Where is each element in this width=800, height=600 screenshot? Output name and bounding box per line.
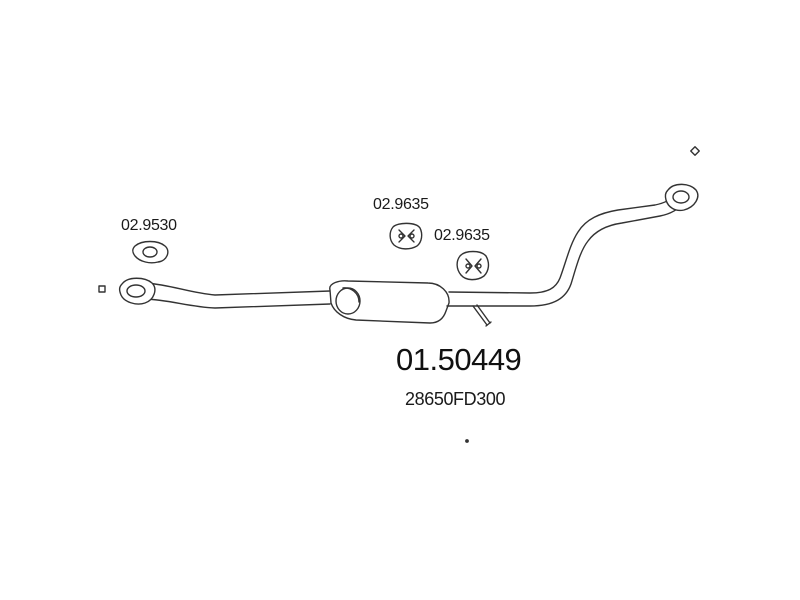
right-end-marker (690, 146, 700, 156)
left-end-marker (98, 285, 106, 293)
hanger-stud (472, 304, 492, 327)
oem-part-number: 28650FD300 (405, 389, 506, 409)
front-pipe (145, 282, 331, 309)
rubber-hanger-2 (456, 250, 490, 281)
hanger-1-part-number: 02.9635 (373, 196, 429, 213)
main-part-number: 01.50449 (396, 342, 522, 377)
gasket-part-number: 02.9530 (121, 217, 177, 234)
middle-silencer (329, 280, 450, 324)
front-flange (118, 277, 156, 305)
rear-flange (664, 183, 699, 212)
gasket-02-9530 (132, 240, 169, 264)
rubber-hanger-1 (389, 222, 423, 250)
stray-dot (465, 439, 469, 443)
hanger-2-part-number: 02.9635 (434, 227, 490, 244)
rear-pipe (446, 193, 684, 307)
